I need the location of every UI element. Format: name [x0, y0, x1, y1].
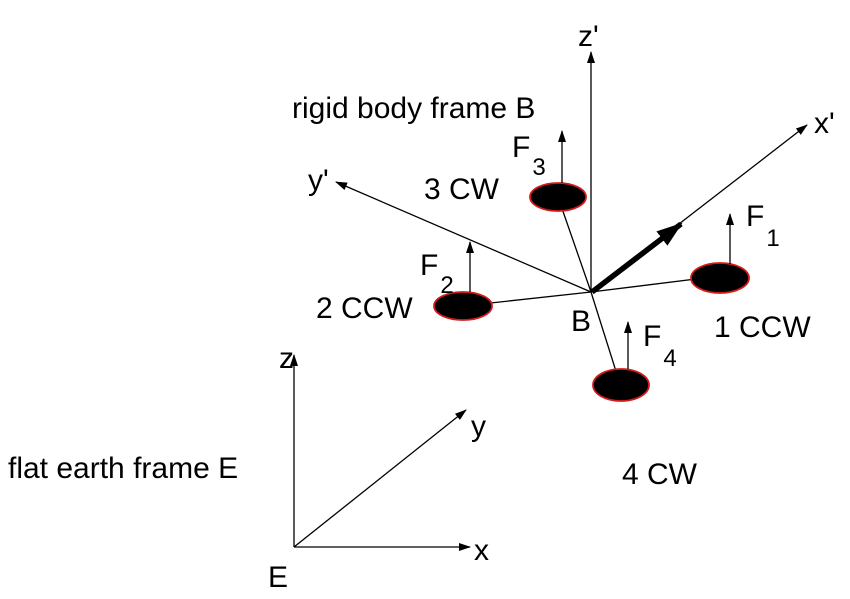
force-f4-label: F4: [643, 320, 677, 372]
earth-z-axis-label: z: [279, 342, 294, 375]
body-y-axis-label: y': [308, 164, 329, 197]
heading-arrow: [590, 221, 683, 295]
force-f3-symbol: F: [512, 131, 530, 164]
body-y-axis: [335, 181, 592, 293]
earth-x-axis-label: x: [474, 534, 489, 567]
force-f4-subscript: 4: [663, 345, 676, 372]
earth-y-axis-label: y: [471, 410, 486, 443]
body-origin-label: B: [571, 305, 591, 338]
earth-y-axis: [293, 409, 467, 548]
earth-origin-label: E: [268, 561, 288, 594]
rotors: [433, 182, 750, 402]
earth-frame-axes: [290, 354, 471, 551]
force-f2-label: F2: [420, 249, 454, 299]
force-f2-subscript: 2: [440, 272, 453, 299]
arm-rotor-3: [557, 196, 592, 293]
rotor-3-disc: [529, 182, 587, 212]
earth-frame-label: flat earth frame E: [8, 452, 238, 485]
rotor-2-label: 2 CCW: [316, 292, 413, 325]
rotor-2-disc: [433, 291, 493, 321]
rotor-1-disc: [690, 262, 750, 294]
force-f1-subscript: 1: [766, 225, 779, 252]
force-f2-symbol: F: [420, 249, 438, 282]
force-f3-subscript: 3: [532, 154, 545, 181]
force-f1-label: F1: [746, 200, 780, 252]
rotor-1-label: 1 CCW: [714, 311, 811, 344]
force-f3-label: F3: [512, 131, 546, 181]
rotor-4-disc: [592, 368, 650, 402]
rotor-4-label: 4 CW: [622, 458, 698, 491]
body-frame-axes: [335, 51, 808, 293]
body-frame-label: rigid body frame B: [292, 92, 535, 125]
force-f4-symbol: F: [643, 320, 661, 353]
body-x-axis-label: x': [814, 107, 835, 140]
thrust-arrows: [466, 130, 734, 369]
body-z-axis-label: z': [578, 20, 599, 53]
force-f1-symbol: F: [746, 200, 764, 233]
rotor-3-label: 3 CW: [424, 173, 500, 206]
